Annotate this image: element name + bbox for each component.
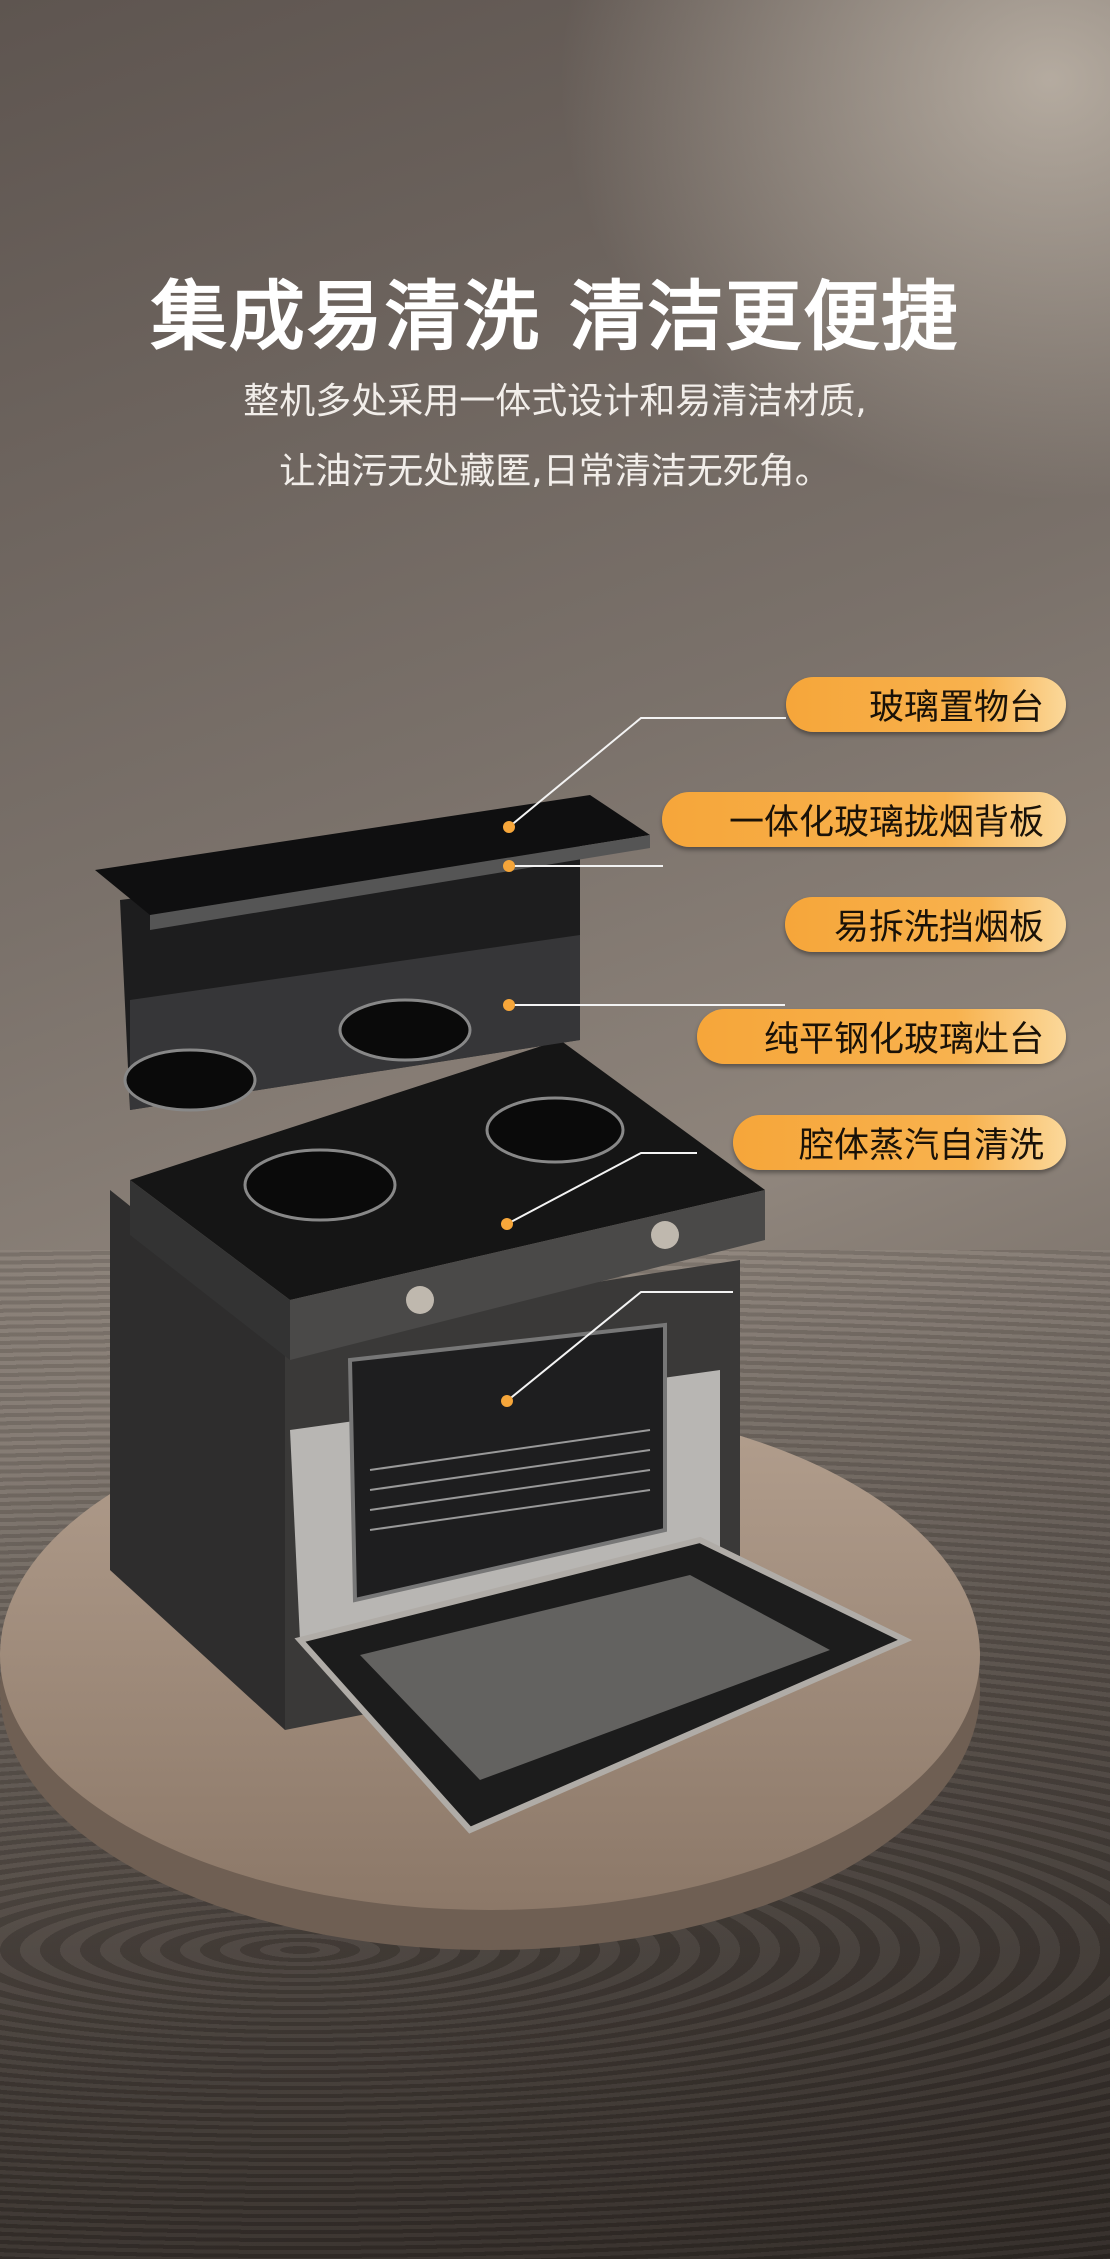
callout-glass-back-panel: 一体化玻璃拢烟背板 [662, 792, 1066, 847]
burners [123, 998, 625, 1222]
cabinet-left-side [110, 1190, 285, 1730]
description-line-1: 整机多处采用一体式设计和易清洁材质, [243, 381, 867, 422]
cooktop-glass [130, 1040, 765, 1300]
callout-steam-self-clean: 腔体蒸汽自清洗 [733, 1115, 1066, 1170]
callout-dots [501, 821, 515, 1407]
callout-smoke-baffle: 易拆洗挡烟板 [785, 897, 1066, 952]
description-line-2: 让油污无处藏匿,日常清洁无死角。 [279, 451, 831, 492]
callout-glass-shelf: 玻璃置物台 [786, 677, 1066, 732]
headline: 集成易清洗 清洁更便捷 [150, 272, 960, 361]
callout-glass-cooktop: 纯平钢化玻璃灶台 [697, 1009, 1066, 1064]
cooktop-front-edge [290, 1190, 765, 1360]
callout-leader-lines [506, 717, 786, 1402]
